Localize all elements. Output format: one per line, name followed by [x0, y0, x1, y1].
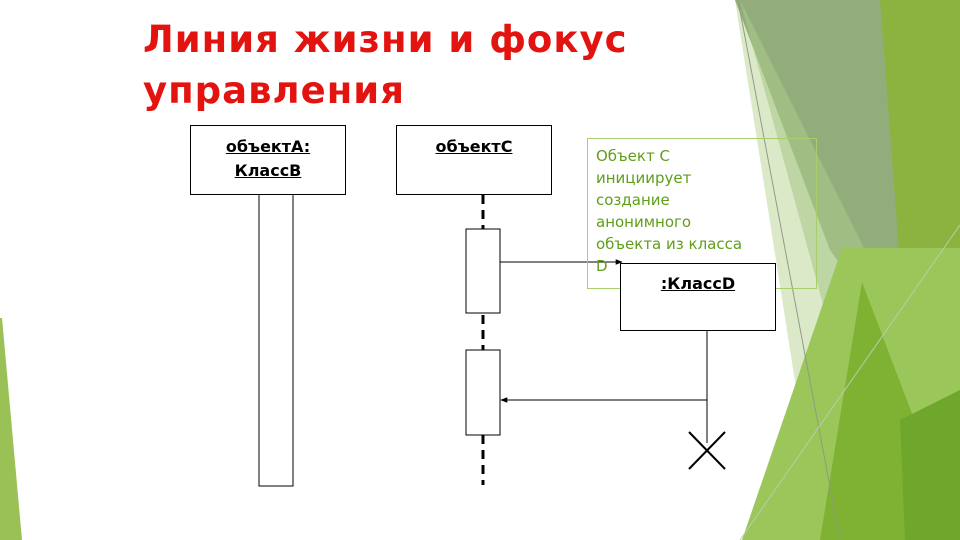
- note-line: инициирует: [596, 167, 808, 189]
- note-line: создание: [596, 189, 808, 211]
- activation-bar-object-c-1: [466, 229, 500, 313]
- object-c-name: объектC: [397, 135, 551, 159]
- object-a-name: объектA:: [191, 135, 345, 159]
- activation-bar-object-a: [259, 194, 293, 486]
- object-a-box: объектA: КлассB: [190, 125, 346, 195]
- activation-bar-object-c-2: [466, 350, 500, 435]
- note-line: объекта из класса: [596, 233, 808, 255]
- object-d-name: :КлассD: [621, 272, 775, 296]
- object-d-box: :КлассD: [620, 263, 776, 331]
- note-line: Объект C: [596, 145, 808, 167]
- object-c-box: объектC: [396, 125, 552, 195]
- note-line: анонимного: [596, 211, 808, 233]
- object-a-class: КлассB: [191, 159, 345, 183]
